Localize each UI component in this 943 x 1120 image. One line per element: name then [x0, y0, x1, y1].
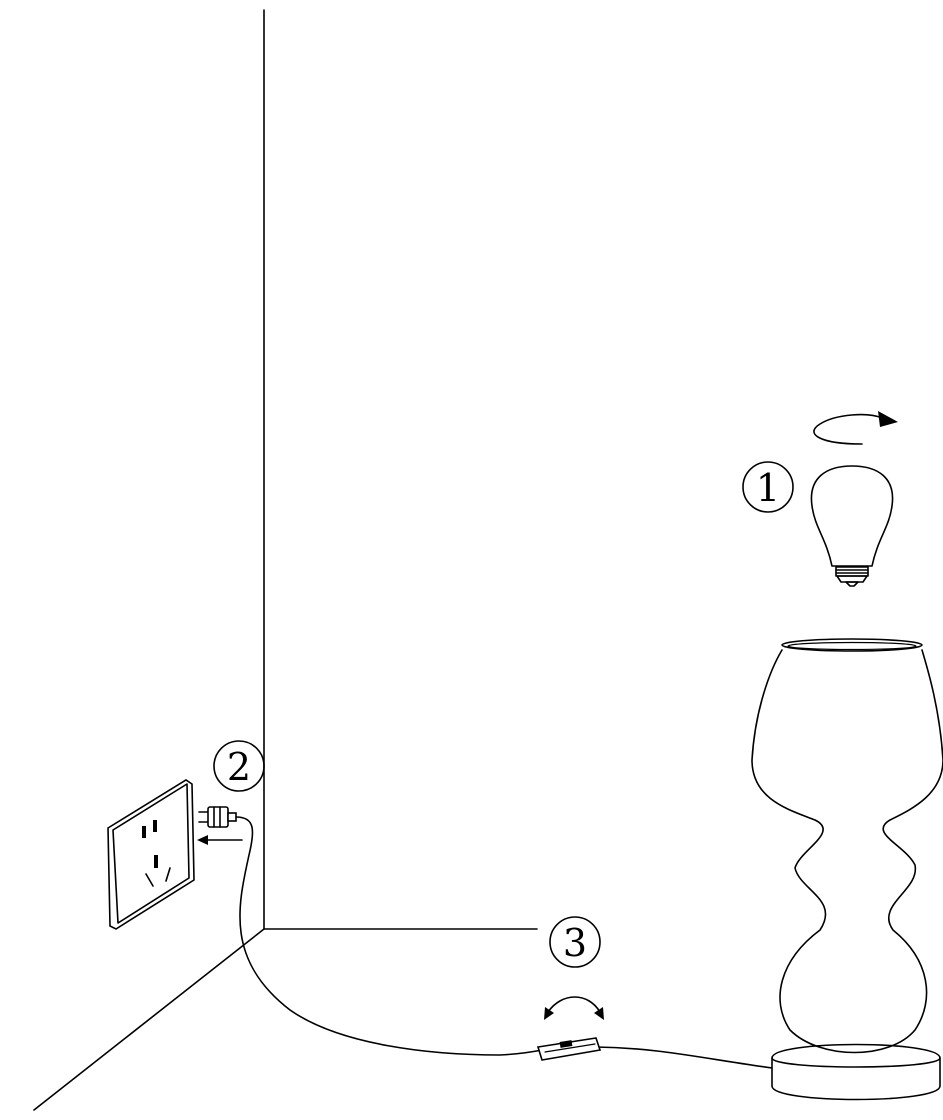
light-bulb	[810, 465, 894, 587]
table-lamp	[751, 638, 943, 1101]
switch-toggle-arrow-icon	[544, 996, 604, 1020]
step-number: 1	[756, 466, 780, 510]
unplug-arrow-icon	[197, 835, 243, 845]
rotate-arrow-icon	[813, 411, 898, 445]
step-marker-3: 3	[549, 916, 601, 968]
wall-socket	[107, 779, 195, 930]
step-circle	[549, 916, 601, 968]
power-cord-to-lamp	[595, 1046, 773, 1069]
room-corner	[33, 9, 538, 1111]
step-number: 2	[227, 745, 251, 789]
step-circle	[742, 461, 794, 513]
power-cord	[235, 816, 543, 1056]
floor-edge-line	[33, 928, 265, 1111]
step-marker-1: 1	[742, 461, 794, 513]
step-marker-2: 2	[213, 740, 265, 792]
inline-switch	[536, 1037, 602, 1061]
step-number: 3	[563, 921, 587, 965]
step-circle	[213, 740, 265, 792]
power-plug	[198, 806, 237, 828]
